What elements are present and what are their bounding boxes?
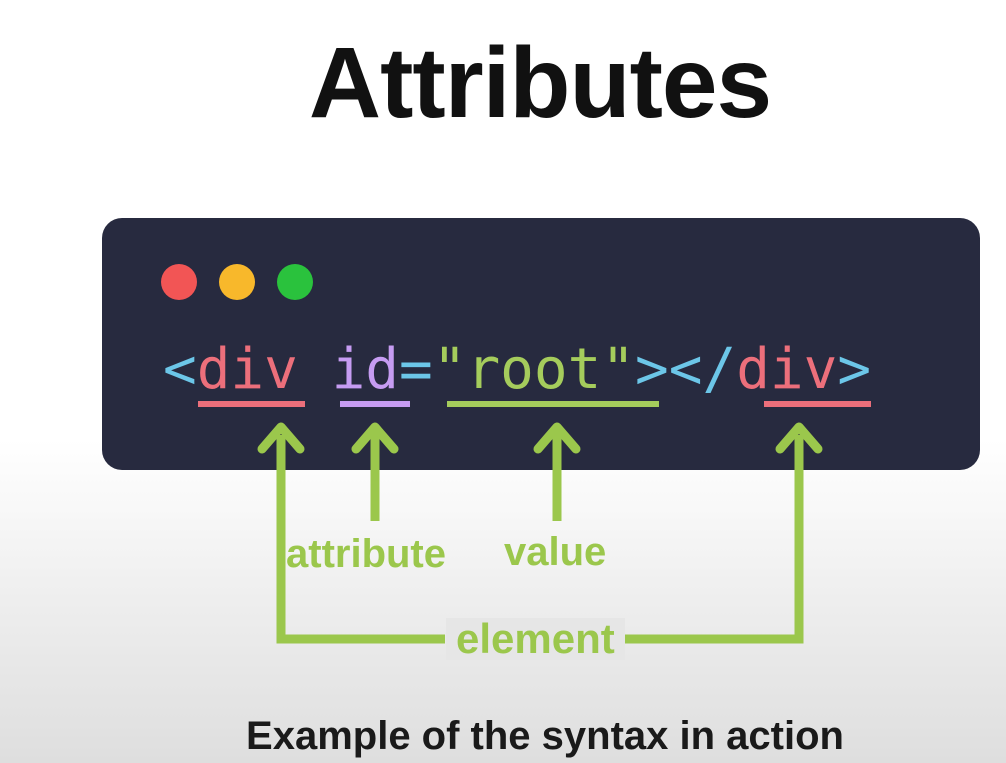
attribute-label: attribute [286,532,446,576]
close-bracket: > [837,337,872,402]
minimize-dot-icon [219,264,255,300]
open-bracket: < [163,337,197,402]
attribute-arrowhead-icon [351,422,399,454]
code-line: <div id="root"></div> [163,336,871,403]
element-connector-line [276,435,804,644]
page-title: Attributes [308,27,772,139]
tag-name: div [196,337,298,402]
tag-underline [198,401,305,407]
closing-tag-name: div [736,337,838,402]
maximize-dot-icon [277,264,313,300]
element-right-arrowhead-icon [775,422,823,454]
caption: Example of the syntax in action [246,714,844,758]
value-underline [447,401,659,407]
attribute-value: "root" [432,337,636,402]
element-left-arrowhead-icon [257,422,305,454]
attribute-name: id [331,337,400,402]
closing-open-bracket: ></ [635,337,737,402]
value-label: value [504,530,607,574]
attribute-underline [340,401,410,407]
value-arrowhead-icon [533,422,581,454]
code-window [102,218,980,470]
closing-tag-underline [764,401,871,407]
element-label: element [446,618,625,660]
close-dot-icon [161,264,197,300]
equals-sign: = [399,337,433,402]
